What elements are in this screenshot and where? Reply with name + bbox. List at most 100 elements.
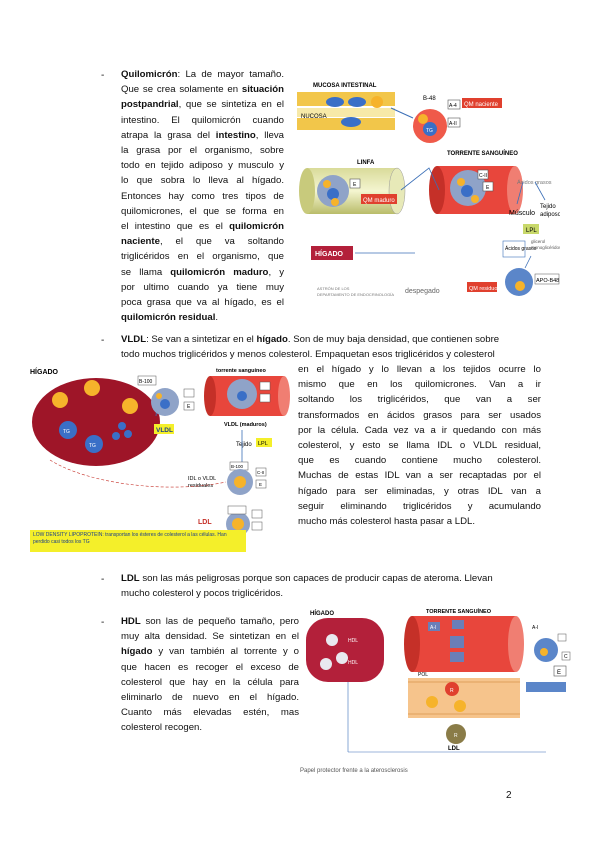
musculo-label: Músculo: [509, 210, 535, 217]
text-line: mismo que en los quilomicrones. Van a ir: [298, 379, 541, 391]
higado-label: HÍGADO: [310, 609, 334, 617]
ldl-label: LDL: [198, 519, 212, 526]
fig3-caption: Papel protector frente a la ateroscleros…: [300, 768, 408, 774]
svg-text:B-100: B-100: [231, 464, 244, 469]
text-line: que es cuando contiene mucho colesterol.: [298, 455, 541, 467]
ldl-label: LDL: [448, 746, 460, 752]
svg-text:E: E: [557, 670, 561, 676]
figure-hdl-pathway: HÍGADO HDL HDL TORRENTE SANGUÍNEO A-I A-…: [300, 606, 586, 778]
text-line: Muchas de estas IDL van a ser recaptadas…: [298, 470, 541, 482]
text-line: colesterol, y esto se llama IDL o VLDL r…: [298, 440, 541, 452]
svg-text:E: E: [486, 185, 490, 191]
svg-text:R: R: [454, 733, 458, 739]
text-line: colesterol que hay en la célula para: [121, 676, 299, 688]
text-line: que hacen es recoger el exceso de: [121, 661, 299, 673]
text-line: Quilomicrón: La de mayor tamaño.: [121, 69, 284, 80]
svg-text:Tejido: Tejido: [236, 442, 252, 448]
text-line: poca grasa que va al hígado, es el: [121, 297, 284, 309]
text-line: atrapa la grasa del intestino, lleva: [121, 129, 285, 141]
vldl-tag: [154, 424, 174, 434]
svg-text:E: E: [187, 404, 191, 410]
svg-text:HDL: HDL: [348, 638, 358, 644]
qm-naciente-tag: [462, 98, 502, 108]
text-line: por la célula. Cada vez va a ir quedando…: [298, 424, 541, 436]
text-line: HDL son las de pequeño tamaño, pero: [121, 616, 299, 627]
ldl-line-2: mucho colesterol y pocos triglicéridos.: [121, 588, 284, 599]
text-line: quilomicrones, el que se forma en: [121, 205, 284, 217]
torrente-label: TORRENTE SANGUÍNEO: [426, 607, 492, 615]
bullet-quilomicron: -: [101, 70, 105, 81]
text-line: lo que sobra lo lleva al hígado.: [121, 175, 284, 187]
svg-text:C-II: C-II: [479, 173, 487, 179]
text-line: hígado y van también al torrente y o: [121, 646, 299, 658]
ldl-note-box: LOW DENSITY LIPOPROTEIN: transportan los…: [30, 530, 246, 552]
lpl-tag: [523, 224, 539, 234]
svg-text:TG: TG: [426, 128, 433, 134]
svg-text:C-II: C-II: [257, 470, 264, 475]
higado-tag: [311, 246, 353, 260]
svg-text:HDL: HDL: [348, 660, 358, 666]
mucosa-label: MUCOSA INTESTINAL: [313, 83, 377, 89]
text-line: por ultimo cuando ya tiene muy: [121, 281, 284, 293]
svg-text:R: R: [450, 688, 454, 694]
svg-text:Ácidos grasos: Ácidos grasos: [505, 245, 537, 252]
svg-text:E: E: [259, 482, 262, 487]
text-line: todo en tejido adiposo y musculo y: [121, 160, 284, 172]
text-line: la grasa por el organismo, sobre: [121, 145, 284, 157]
text-line: Cuanto más elevadas estén, mas: [121, 707, 299, 719]
linfa-label: LINFA: [357, 160, 375, 166]
figure-vldl-pathway: HÍGADO TG TG B-100 E VLDL torrente sangu…: [28, 364, 294, 546]
svg-text:VLDL: VLDL: [156, 427, 173, 434]
bullet-hdl: -: [101, 617, 105, 628]
svg-text:TG: TG: [89, 443, 96, 449]
text-line: quilomicrón residual.: [121, 312, 219, 324]
vldl-line-2: todo muchos triglicéridos y menos colest…: [121, 349, 495, 360]
svg-text:E: E: [353, 182, 357, 188]
text-line: naciente, el que va soltando: [121, 236, 284, 248]
bullet-ldl: -: [101, 574, 105, 585]
svg-text:POL: POL: [418, 672, 428, 678]
ldl-line-1: LDL son las más peligrosas porque son ca…: [121, 573, 493, 584]
text-line: mucho más colesterol hasta pasar a LDL.: [298, 516, 476, 528]
text-line: Que se crea solamente en situación: [121, 84, 284, 96]
svg-text:C: C: [564, 654, 568, 660]
svg-text:DEPARTAMENTO DE ENDOCRINOLOGÍA: DEPARTAMENTO DE ENDOCRINOLOGÍA: [317, 292, 394, 297]
quilomicron-paragraph: Quilomicrón: La de mayor tamaño. Que se c…: [121, 67, 284, 325]
vldl-side-paragraph: en el hígado y lo llevan a los tejidos o…: [298, 362, 541, 529]
ldl-note-text: LOW DENSITY LIPOPROTEIN: transportan los…: [33, 532, 227, 545]
torrente-label: torrente sanguíneo: [216, 368, 266, 374]
svg-text:LPL: LPL: [258, 441, 268, 447]
vldl-line-1: VLDL: Se van a sintetizar en el hígado. …: [121, 334, 500, 345]
svg-text:APO-B48: APO-B48: [536, 278, 559, 284]
torrente-label: TORRENTE SANGUÍNEO: [447, 149, 518, 157]
svg-text:A-I: A-I: [430, 625, 436, 631]
svg-text:despegado: despegado: [405, 288, 440, 295]
b48-label: B-48: [423, 96, 436, 102]
text-line: eliminarlo de nuevo en el hígado.: [121, 692, 299, 704]
text-line: Entonces hay como tres tipos de: [121, 190, 284, 202]
svg-text:A-I: A-I: [532, 625, 538, 631]
svg-text:VLDL (maduros): VLDL (maduros): [224, 422, 267, 428]
text-line: triglicéridos en el organismo, que: [121, 251, 284, 263]
svg-text:B-100: B-100: [139, 379, 153, 385]
svg-text:ASTRÓN DE LOS: ASTRÓN DE LOS: [317, 286, 350, 291]
ldl-particle: [446, 724, 466, 744]
higado-label: HÍGADO: [30, 367, 59, 376]
cell-membrane: [408, 678, 520, 718]
svg-text:Ácidos grasos: Ácidos grasos: [517, 179, 552, 186]
bullet-vldl: -: [101, 335, 105, 346]
svg-text:LPL: LPL: [526, 228, 537, 234]
svg-text:QM residuo: QM residuo: [469, 286, 497, 292]
svg-text:QM naciente: QM naciente: [464, 102, 499, 108]
text-line: en el hígado y lo llevan a los tejidos o…: [298, 364, 541, 375]
text-line: seguir eliminando triglicéridos y acumul…: [298, 500, 541, 512]
svg-text:TG: TG: [63, 429, 70, 435]
svg-text:A-4: A-4: [449, 103, 457, 109]
text-line: postpandrial, que se sintetiza en el: [121, 99, 284, 111]
svg-text:HÍGADO: HÍGADO: [315, 249, 344, 258]
nucosa-label: NUCOSA: [301, 114, 327, 120]
